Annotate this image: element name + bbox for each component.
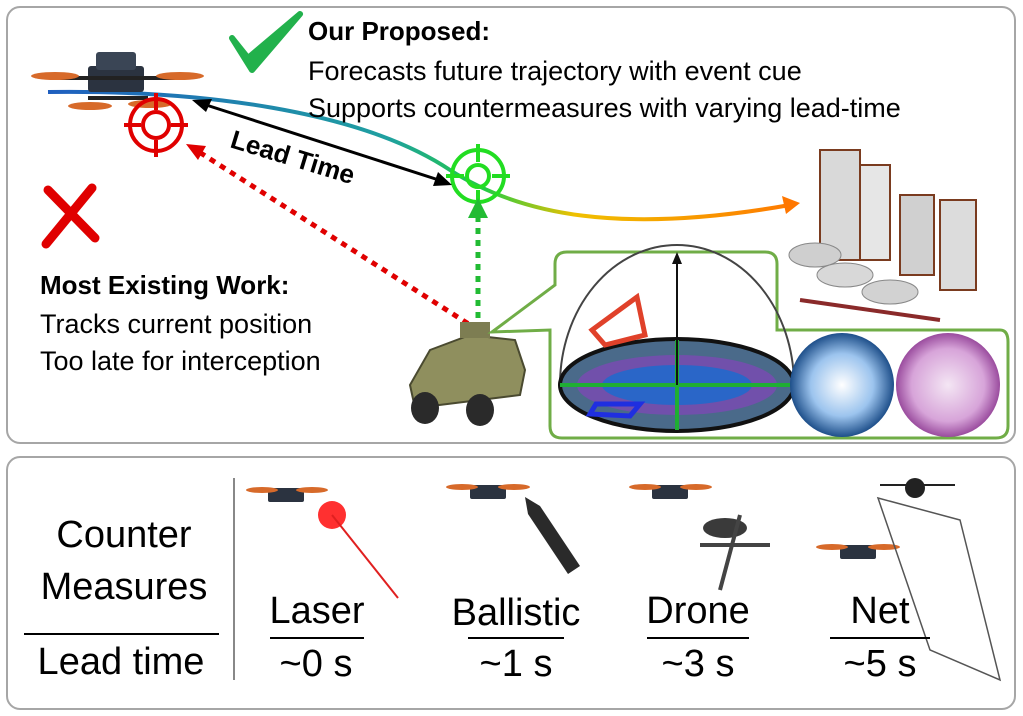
existing-title: Most Existing Work: xyxy=(40,270,290,300)
check-icon xyxy=(229,11,303,73)
laser-label: Laser xyxy=(269,590,365,632)
current-target-icon xyxy=(124,93,188,157)
countermeasures-header-1: Counter xyxy=(56,514,192,556)
net-illustration xyxy=(816,478,1002,682)
header-divider xyxy=(24,633,219,635)
tracking-line xyxy=(194,147,480,333)
fisheye-sky-image xyxy=(790,333,894,437)
drone-lead: ~3 s xyxy=(661,643,735,685)
refinery-icon xyxy=(788,149,977,322)
drone-label: Drone xyxy=(646,590,750,632)
proposed-title: Our Proposed: xyxy=(308,16,491,46)
hemisphere-diagram xyxy=(558,244,796,433)
existing-line-2: Too late for interception xyxy=(40,346,321,376)
cross-icon xyxy=(41,183,100,249)
countermeasures-header-2: Measures xyxy=(40,566,208,608)
proposed-line-2: Supports countermeasures with varying le… xyxy=(308,93,901,123)
existing-line-1: Tracks current position xyxy=(40,309,313,339)
ballistic-label: Ballistic xyxy=(451,592,581,634)
lead-time-arrow xyxy=(192,99,452,186)
laser-divider xyxy=(270,637,364,639)
vehicle-icon xyxy=(408,322,527,426)
trajectory-arrowhead xyxy=(782,196,800,214)
tracking-arrowhead xyxy=(186,144,206,160)
drone-divider xyxy=(647,637,749,639)
ballistic-divider xyxy=(468,637,564,639)
bottom-panel xyxy=(6,456,1016,710)
drone-icon xyxy=(31,52,204,110)
net-lead: ~5 s xyxy=(843,643,917,685)
net-label: Net xyxy=(850,590,910,632)
ballistic-lead: ~1 s xyxy=(479,643,553,685)
net-divider xyxy=(830,637,930,639)
fisheye-event-image xyxy=(896,333,1000,437)
laser-lead: ~0 s xyxy=(279,643,353,685)
proposed-line-1: Forecasts future trajectory with event c… xyxy=(308,56,802,86)
forecast-arrowhead xyxy=(468,198,488,218)
drone-interceptor-illustration xyxy=(629,484,770,591)
lead-time-header: Lead time xyxy=(37,641,205,683)
trajectory-curve xyxy=(47,89,791,222)
laser-illustration xyxy=(246,487,399,599)
ballistic-illustration xyxy=(446,484,580,574)
